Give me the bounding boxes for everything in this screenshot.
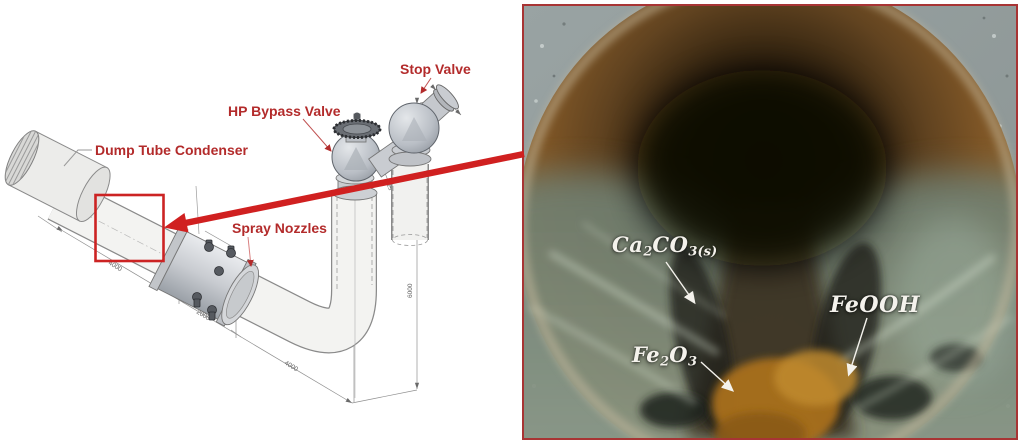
rust-deposit-low xyxy=(714,412,806,438)
fe2o3-arrow xyxy=(700,361,735,392)
spray-nozzle-fittings xyxy=(192,239,236,321)
dim-4000-b: 4000 xyxy=(283,360,299,374)
inspection-area-box xyxy=(94,193,165,263)
stop-valve-label: Stop Valve xyxy=(400,61,471,77)
dim-950: 950 xyxy=(443,94,454,105)
rust-deposit-upper xyxy=(774,350,858,406)
feooh-arrow xyxy=(846,317,868,377)
dim-2000: 2000 xyxy=(195,309,211,323)
hp-leader xyxy=(302,118,332,152)
stop-valve-riser xyxy=(391,164,429,246)
stop-valve-drawing xyxy=(368,84,459,178)
pipe-dark-end xyxy=(637,70,887,266)
caco3-arrow xyxy=(665,261,696,305)
fe2o3-sub2: 3 xyxy=(687,354,698,370)
caco3-sub2: 3(s) xyxy=(688,244,718,260)
fe2o3-mid: O xyxy=(669,342,688,367)
dim-4000-a: 4000 xyxy=(107,260,123,274)
dump-tube-condenser-drawing xyxy=(2,130,111,223)
spray-nozzles-label: Spray Nozzles xyxy=(232,220,327,236)
main-pipe xyxy=(47,125,377,398)
handwheel xyxy=(332,112,382,139)
feooh-label: FeOOH xyxy=(830,292,920,318)
caco3-base: Ca xyxy=(612,232,644,257)
soot-blob-2 xyxy=(852,376,932,420)
dump-leader xyxy=(63,149,92,167)
fe2o3-sub1: 2 xyxy=(660,354,670,370)
dim-725: 725 xyxy=(384,181,393,192)
caco3-mid: CO xyxy=(652,232,689,257)
fe2o3-label: Fe2O3 xyxy=(632,342,697,370)
callout-labels: Dump Tube Condenser HP Bypass Valve Stop… xyxy=(95,61,471,236)
hp-bypass-valve-drawing xyxy=(331,112,382,201)
dimension-text: 4000 2000 4000 6000 950 725 xyxy=(107,94,453,373)
pipe-interior-art xyxy=(524,6,1016,438)
pipe-interior-photo: Ca2CO3(s) Fe2O3 FeOOH xyxy=(522,4,1018,440)
cad-drawing: 4000 2000 4000 6000 950 725 xyxy=(2,61,525,404)
attemperator-drawing xyxy=(148,225,260,327)
caco3-sub1: 2 xyxy=(643,244,653,260)
fe2o3-base: Fe xyxy=(632,342,661,367)
spray-leader xyxy=(246,236,254,267)
hp-bypass-valve-label: HP Bypass Valve xyxy=(228,103,341,119)
feooh-base: FeOOH xyxy=(830,292,921,318)
callout-leaders xyxy=(63,77,432,267)
zoom-arrow xyxy=(164,150,525,233)
dim-6000: 6000 xyxy=(407,283,414,298)
pipe-centerline xyxy=(59,200,169,258)
caco3-label: Ca2CO3(s) xyxy=(612,232,717,260)
stop-leader xyxy=(420,77,432,94)
dump-tube-condenser-label: Dump Tube Condenser xyxy=(95,142,249,158)
dimension-lines xyxy=(37,84,462,404)
photo-annotation-arrows xyxy=(665,261,868,392)
